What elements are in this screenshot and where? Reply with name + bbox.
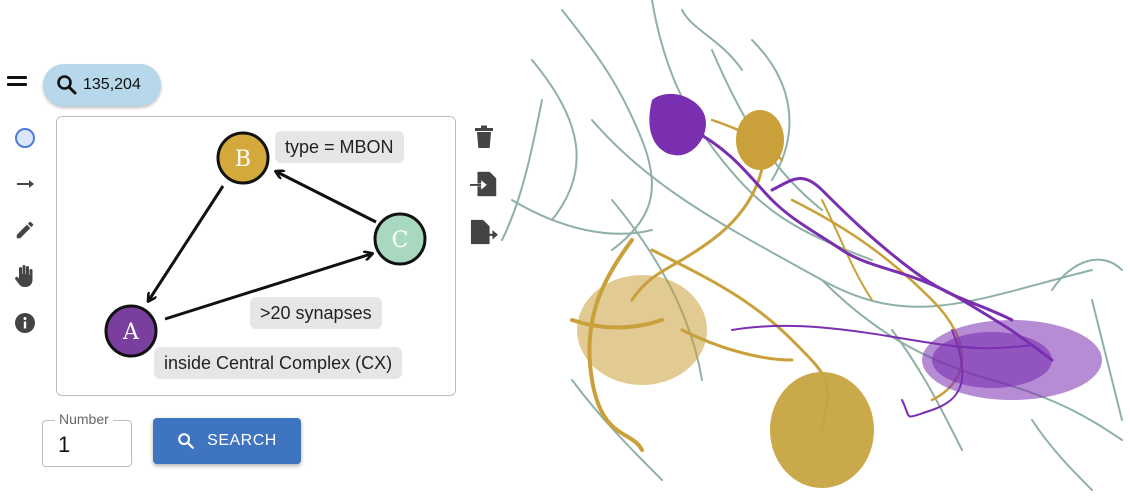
edge-a-c-constraint[interactable]: >20 synapses	[250, 297, 382, 329]
node-a[interactable]: A	[104, 304, 158, 358]
result-count: 135,204	[83, 76, 141, 93]
search-button[interactable]: SEARCH	[153, 418, 301, 464]
pan-tool[interactable]	[12, 263, 38, 289]
circle-node-icon	[15, 128, 35, 148]
trash-icon	[475, 125, 493, 148]
svg-text:C: C	[392, 228, 409, 253]
neuron-gold-soma	[736, 110, 784, 170]
neuron-purple-soma	[649, 93, 706, 156]
import-button[interactable]	[470, 170, 498, 198]
search-button-label: SEARCH	[207, 432, 277, 449]
neuron-gold-cluster	[577, 275, 707, 385]
edge-c-b	[277, 172, 377, 224]
svg-text:B: B	[235, 147, 251, 172]
menu-icon[interactable]	[7, 76, 27, 88]
node-a-constraint[interactable]: inside Central Complex (CX)	[154, 347, 403, 379]
hand-icon	[15, 265, 33, 287]
neuron-gold-lobe	[770, 372, 874, 488]
delete-button[interactable]	[470, 123, 498, 151]
export-button[interactable]	[470, 218, 498, 246]
query-graph-canvas[interactable]: B C A	[56, 116, 456, 396]
info-tool[interactable]	[12, 310, 38, 336]
file-import-icon	[470, 171, 497, 197]
arrow-right-icon	[17, 180, 34, 188]
file-export-icon	[470, 219, 498, 245]
svg-text:A: A	[122, 320, 140, 345]
search-icon	[57, 75, 77, 95]
edge-a-c	[164, 254, 371, 321]
edit-tool[interactable]	[12, 217, 38, 243]
add-node-tool[interactable]	[12, 125, 38, 151]
result-count-chip[interactable]: 135,204	[43, 64, 161, 106]
number-field[interactable]: Number 1	[42, 411, 132, 467]
neuron-purple-cluster-core	[932, 332, 1052, 388]
edge-b-a	[149, 185, 225, 300]
number-field-label: Number	[55, 411, 113, 427]
info-icon	[15, 313, 35, 333]
number-field-value[interactable]: 1	[58, 432, 71, 457]
neuron-3d-view[interactable]	[492, 0, 1130, 504]
node-b[interactable]: B	[216, 131, 270, 185]
node-b-constraint[interactable]: type = MBON	[275, 131, 404, 163]
pencil-icon	[16, 221, 34, 239]
add-edge-tool[interactable]	[12, 171, 38, 197]
search-icon	[178, 433, 195, 449]
node-c[interactable]: C	[373, 212, 427, 266]
